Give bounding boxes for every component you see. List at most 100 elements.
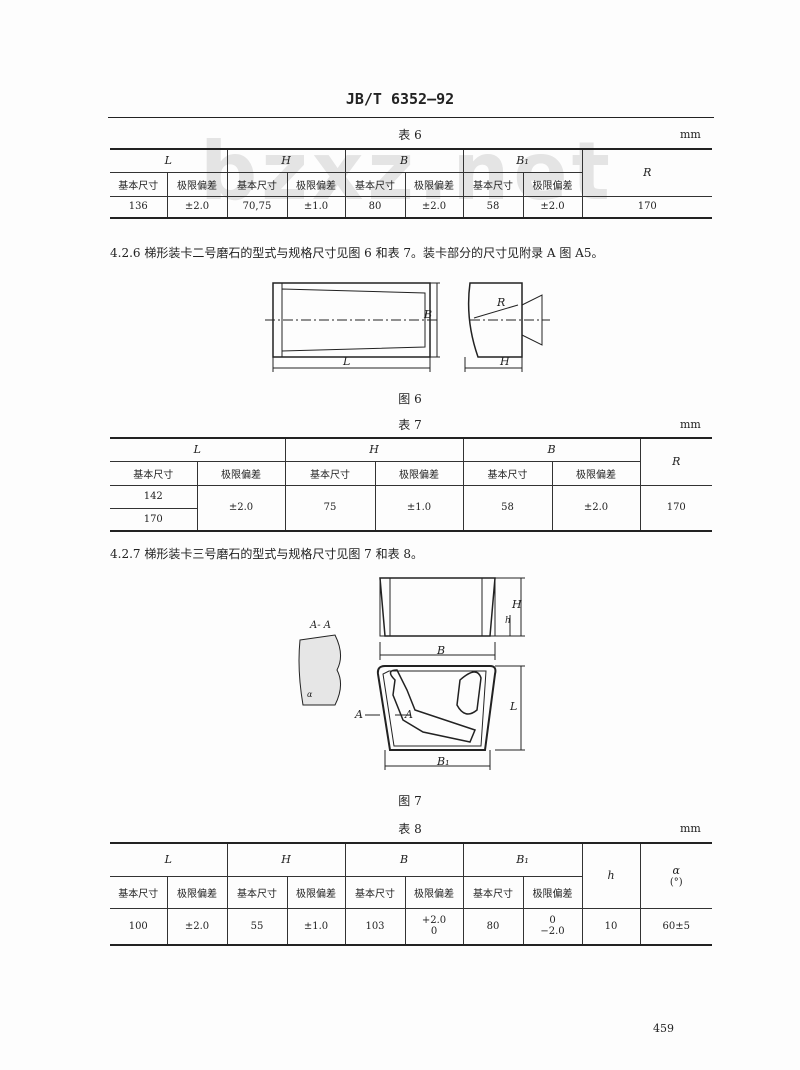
table8-caption: 表 8 — [398, 822, 422, 836]
sub-tol: 极限偏差 — [166, 171, 228, 197]
sub-tol: 极限偏差 — [404, 171, 464, 197]
sub-tol: 极限偏差 — [522, 875, 582, 909]
col-B1: B₁ — [462, 842, 583, 877]
col-L: L — [110, 437, 286, 462]
col-H: H — [226, 148, 346, 173]
cell: 10 — [581, 907, 641, 946]
table-row: 170 — [110, 507, 712, 532]
col-B: B — [344, 148, 464, 173]
cell: 170 — [581, 195, 712, 219]
sub-basic: 基本尺寸 — [344, 875, 406, 909]
col-alpha: α(°) — [639, 842, 712, 909]
sub-basic: 基本尺寸 — [110, 171, 168, 197]
page-number: 459 — [653, 1022, 674, 1035]
header-rule — [108, 117, 714, 118]
col-B: B — [344, 842, 464, 877]
fig7-label-B: B — [437, 644, 446, 657]
cell: ±2.0 — [404, 195, 464, 219]
fig7-label-L: L — [510, 700, 518, 713]
table8: L H B B₁ h α(°) 基本尺寸极限偏差 基本尺寸极限偏差 基本尺寸极限… — [110, 842, 712, 946]
cell: ±1.0 — [286, 907, 346, 946]
table7: L H B R 基本尺寸极限偏差 基本尺寸极限偏差 基本尺寸极限偏差 142 ±… — [110, 437, 712, 532]
col-B: B — [462, 437, 641, 462]
cell: 100 — [110, 907, 168, 946]
cell: 80 — [462, 907, 524, 946]
standard-header: JB/T 6352—92 — [345, 90, 455, 108]
sub-tol: 极限偏差 — [286, 875, 346, 909]
sub-basic: 基本尺寸 — [462, 875, 524, 909]
cell: ±2.0 — [522, 195, 583, 219]
fig7-label-alpha: α — [307, 690, 313, 699]
cell: ±1.0 — [374, 484, 464, 532]
sub-tol: 极限偏差 — [286, 171, 346, 197]
sub-tol: 极限偏差 — [551, 460, 640, 486]
cell: ±2.0 — [551, 484, 641, 532]
cell: 60±5 — [639, 907, 712, 946]
table-row: 142 ±2.0 75 ±1.0 58 ±2.0 170 — [110, 484, 712, 532]
sub-tol: 极限偏差 — [404, 875, 464, 909]
cell: 0−2.0 — [522, 907, 583, 946]
cell: ±2.0 — [196, 484, 286, 532]
cell: 75 — [284, 484, 376, 532]
cell: 70,75 — [226, 195, 288, 219]
sub-tol: 极限偏差 — [374, 460, 464, 486]
fig6-label-B: B — [424, 308, 433, 321]
table6-unit: mm — [680, 128, 701, 141]
upper-tol: 0 — [549, 915, 556, 927]
table7-unit: mm — [680, 418, 701, 431]
cell: 136 — [110, 195, 168, 219]
cell: 55 — [226, 907, 288, 946]
cell: 58 — [462, 484, 553, 532]
cell: 103 — [344, 907, 406, 946]
alpha-unit: (°) — [669, 876, 683, 888]
sub-basic: 基本尺寸 — [226, 171, 288, 197]
sub-basic: 基本尺寸 — [462, 460, 553, 486]
table8-unit: mm — [680, 822, 701, 835]
table6-caption: 表 6 — [398, 128, 422, 142]
cell: 80 — [344, 195, 406, 219]
clause-4-2-7: 4.2.7 梯形装卡三号磨石的型式与规格尺寸见图 7 和表 8。 — [110, 547, 424, 561]
alpha-symbol: α — [672, 863, 680, 877]
fig7-label-h: h — [505, 616, 511, 626]
col-L: L — [110, 842, 228, 877]
col-H: H — [226, 842, 346, 877]
figure7-drawing — [298, 577, 525, 770]
table6: L H B B₁ R 基本尺寸极限偏差 基本尺寸极限偏差 基本尺寸极限偏差 基本… — [110, 148, 712, 219]
table7-caption: 表 7 — [398, 418, 422, 432]
fig6-label-R: R — [497, 296, 506, 309]
fig7-label-A-inner: A — [405, 708, 413, 721]
fig7-label-A-left: A — [355, 708, 363, 721]
clause-4-2-6: 4.2.6 梯形装卡二号磨石的型式与规格尺寸见图 6 和表 7。装卡部分的尺寸见… — [110, 246, 604, 260]
fig6-label-H: H — [500, 355, 510, 368]
upper-tol: +2.0 — [421, 915, 447, 927]
sub-tol: 极限偏差 — [522, 171, 582, 197]
sub-basic: 基本尺寸 — [110, 875, 168, 909]
lower-tol: 0 — [430, 926, 438, 938]
col-L: L — [110, 148, 228, 173]
col-H: H — [284, 437, 464, 462]
col-B1: B₁ — [462, 148, 583, 173]
cell: 142 — [110, 484, 198, 509]
figure6-caption: 图 6 — [398, 392, 422, 406]
sub-tol: 极限偏差 — [166, 875, 228, 909]
cell: 58 — [462, 195, 524, 219]
sub-basic: 基本尺寸 — [284, 460, 376, 486]
sub-basic: 基本尺寸 — [110, 460, 198, 486]
sub-tol: 极限偏差 — [196, 460, 286, 486]
cell: ±2.0 — [166, 907, 228, 946]
sub-basic: 基本尺寸 — [344, 171, 406, 197]
fig7-label-H: H — [512, 598, 522, 611]
lower-tol: −2.0 — [540, 926, 565, 938]
table-row: 136±2.0 70,75±1.0 80±2.0 58±2.0 170 — [110, 195, 712, 219]
col-R: R — [639, 437, 712, 486]
figure6-drawing — [265, 282, 550, 372]
cell: ±2.0 — [166, 195, 228, 219]
fig6-label-L: L — [343, 355, 351, 368]
sub-basic: 基本尺寸 — [226, 875, 288, 909]
fig7-section-label: A- A — [310, 620, 332, 631]
cell: 170 — [639, 484, 712, 532]
cell: 170 — [110, 507, 197, 532]
